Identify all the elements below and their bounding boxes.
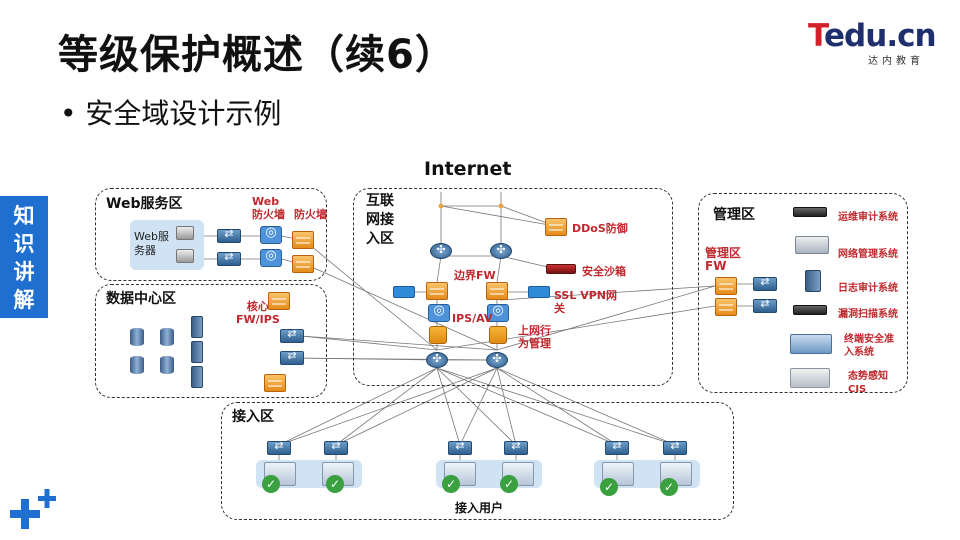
shield-check-icon: ✓ <box>500 475 518 493</box>
core-switch-icon <box>486 352 508 368</box>
firewall-icon <box>486 282 508 300</box>
switch-icon <box>267 439 291 455</box>
switch-icon <box>753 297 777 313</box>
server-icon <box>191 316 203 338</box>
mgmt-fw-label: 管理区 FW <box>705 246 742 273</box>
side-tab: 知 识 讲 解 <box>0 196 48 318</box>
scan-server-icon <box>793 305 827 315</box>
vuln-scan-label: 漏洞扫描系统 <box>838 309 898 320</box>
firewall-icon <box>426 282 448 300</box>
web-server-icon <box>176 226 194 240</box>
server-icon <box>191 366 203 388</box>
access-zone-label: 接入区 <box>232 409 274 425</box>
log-server-icon <box>805 270 821 292</box>
web-zone <box>95 188 327 281</box>
bullet-text: 安全域设计示例 <box>85 97 282 130</box>
core-switch-icon <box>426 352 448 368</box>
switch-icon <box>217 227 241 243</box>
cis-label: 态势感知 CIS <box>848 371 888 395</box>
shield-check-icon: ✓ <box>326 475 344 493</box>
shield-check-icon: ✓ <box>262 475 280 493</box>
switch-icon <box>324 439 348 455</box>
firewall-icon <box>292 255 314 273</box>
vpn-gateway-icon <box>528 286 550 298</box>
vpn-gateway-icon <box>393 286 415 298</box>
pc-icon <box>264 462 296 486</box>
cis-icon <box>790 368 830 388</box>
slide-title: 等级保护概述（续6） <box>58 32 456 78</box>
tedu-logo: Tedu.cn 达内教育 <box>808 18 937 67</box>
datacenter-zone <box>95 284 327 398</box>
ddos-label: DDoS防御 <box>572 222 628 235</box>
nac-label: 终端安全准 入系统 <box>844 334 894 358</box>
web-fw-label: Web 防火墙 <box>252 195 285 221</box>
firewall-icon <box>268 292 290 310</box>
internet-access-zone-label: 互联 网接 入区 <box>366 193 394 247</box>
shield-check-icon: ✓ <box>442 475 460 493</box>
web-zone-label: Web服务区 <box>106 196 183 212</box>
switch-icon <box>217 250 241 266</box>
database-icon <box>160 328 174 346</box>
switch-icon <box>280 349 304 365</box>
switch-icon <box>753 275 777 291</box>
server-icon <box>191 341 203 363</box>
firewall-icon <box>715 298 737 316</box>
core-fw-label: 核心 FW/IPS <box>236 300 280 326</box>
border-fw-label: 边界FW <box>454 269 496 282</box>
router-icon <box>260 248 282 267</box>
switch-icon <box>280 327 304 343</box>
switch-icon <box>605 439 629 455</box>
firewall-icon <box>715 277 737 295</box>
ssl-vpn-label: SSL VPN网 关 <box>554 289 617 315</box>
switch-icon <box>663 439 687 455</box>
fw-label: 防火墙 <box>294 208 327 221</box>
internet-label: Internet <box>424 158 512 180</box>
management-zone-label: 管理区 <box>713 207 755 223</box>
net-mgmt-label: 网络管理系统 <box>838 249 898 260</box>
access-zone <box>221 402 734 520</box>
web-server-icon <box>176 249 194 263</box>
sandbox-icon <box>546 264 576 274</box>
behavior-mgmt-icon <box>429 326 447 344</box>
nac-icon <box>790 334 832 354</box>
switch-icon <box>448 439 472 455</box>
behavior-label: 上网行 为管理 <box>518 324 551 350</box>
ips-icon <box>487 303 509 322</box>
firewall-icon <box>292 231 314 249</box>
access-users-label: 接入用户 <box>455 501 504 515</box>
router-icon <box>430 243 452 259</box>
web-server-label: Web服 务器 <box>134 230 169 257</box>
plus-icon <box>10 489 56 529</box>
router-icon <box>490 243 512 259</box>
net-mgmt-icon <box>795 236 829 254</box>
datacenter-zone-label: 数据中心区 <box>106 291 176 307</box>
switch-icon <box>504 439 528 455</box>
database-icon <box>130 356 144 374</box>
shield-check-icon: ✓ <box>660 478 678 496</box>
sandbox-label: 安全沙箱 <box>582 265 626 278</box>
ips-icon <box>428 303 450 322</box>
firewall-icon <box>264 374 286 392</box>
firewall-icon <box>545 218 567 236</box>
ips-av-label: IPS/AV <box>452 312 493 325</box>
management-zone <box>698 193 908 393</box>
internet-access-zone <box>353 188 673 386</box>
shield-check-icon: ✓ <box>600 478 618 496</box>
bullet-point: • 安全域设计示例 <box>60 97 282 130</box>
database-icon <box>160 356 174 374</box>
router-icon <box>260 225 282 244</box>
log-audit-label: 日志审计系统 <box>838 283 898 294</box>
audit-ops-label: 运维审计系统 <box>838 212 898 223</box>
audit-server-icon <box>793 207 827 217</box>
behavior-mgmt-icon <box>489 326 507 344</box>
database-icon <box>130 328 144 346</box>
